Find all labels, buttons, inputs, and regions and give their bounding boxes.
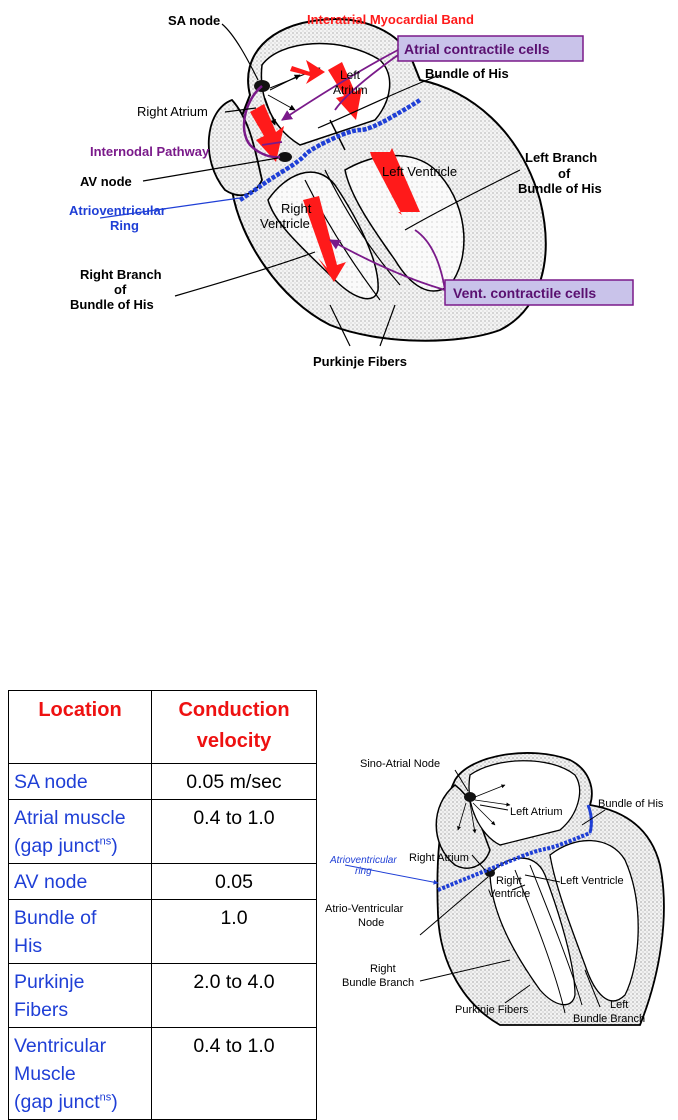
label-left-branch-3: Bundle of His	[518, 181, 602, 196]
label-right-branch-1: Right Branch	[80, 267, 162, 282]
label-sino-atrial-node: Sino-Atrial Node	[360, 758, 440, 770]
label-av-node: AV node	[80, 174, 132, 189]
label-left-atrium-1: Left	[340, 68, 361, 82]
atrioventricular-ring	[238, 98, 422, 202]
label-av-ring-2: Ring	[110, 218, 139, 233]
label-av-ring-small-2: ring	[355, 866, 372, 877]
label-right-atrium-small: Right Atrium	[409, 852, 469, 864]
label-right-ventricle-1: Right	[281, 201, 312, 216]
label-internodal-pathway: Internodal Pathway	[90, 144, 210, 159]
red-conduction-arrows	[250, 60, 420, 282]
label-left-bundle-2: Bundle Branch	[573, 1013, 645, 1025]
label-right-branch-2: of	[114, 282, 127, 297]
label-atrial-cells: Atrial contractile cells	[404, 41, 550, 57]
label-left-ventricle-small: Left Ventricle	[560, 875, 624, 887]
label-av-node-small-1: Atrio-Ventricular	[325, 903, 404, 915]
label-right-bundle-1: Right	[370, 963, 396, 975]
cell-location: AV node	[8, 863, 152, 900]
label-interatrial-band: Interatrial Myocardial Band	[307, 12, 474, 27]
label-vent-cells: Vent. contractile cells	[453, 285, 596, 301]
cell-location: SA node	[8, 763, 152, 800]
cell-velocity: 0.05	[151, 863, 317, 900]
label-right-ventricle-small-2: Ventricle	[488, 888, 530, 900]
label-left-branch-1: Left Branch	[525, 150, 597, 165]
label-left-branch-2: of	[558, 166, 571, 181]
label-left-ventricle: Left Ventricle	[382, 164, 457, 179]
heart-outline-small	[435, 752, 665, 1026]
cell-velocity: 2.0 to 4.0	[151, 963, 317, 1028]
av-ring-small	[437, 831, 591, 892]
label-right-bundle-2: Bundle Branch	[342, 977, 414, 989]
table-row: SA node 0.05 m/sec	[8, 763, 317, 800]
cell-location: Atrial muscle(gap junctns)	[8, 799, 152, 864]
label-av-ring-small-1: Atrioventricular	[329, 855, 397, 866]
label-left-bundle-1: Left	[610, 999, 628, 1011]
cell-velocity: 0.4 to 1.0	[151, 1027, 317, 1120]
label-av-ring-1: Atrioventricular	[69, 203, 166, 218]
table-row: Atrial muscle(gap junctns) 0.4 to 1.0	[8, 799, 317, 864]
internodal-pathway-line	[242, 85, 281, 159]
label-left-atrium-2: Atrium	[333, 83, 368, 97]
atrial-cells-box	[397, 35, 584, 62]
cell-velocity: 0.05 m/sec	[151, 763, 317, 800]
cell-velocity: 0.4 to 1.0	[151, 799, 317, 864]
label-right-atrium: Right Atrium	[137, 104, 208, 119]
label-sa-node: SA node	[168, 13, 220, 28]
heart-conduction-diagram-small: Sino-Atrial Node Left Atrium Bundle of H…	[325, 752, 665, 1026]
label-bundle-of-his: Bundle of His	[425, 66, 509, 81]
header-location: Location	[8, 690, 152, 764]
table-row: AV node 0.05	[8, 863, 317, 900]
label-bundle-of-his-small: Bundle of His	[598, 798, 664, 810]
heart-conduction-diagram: SA node Interatrial Myocardial Band Atri…	[69, 12, 634, 369]
label-av-node-small-2: Node	[358, 917, 384, 929]
label-right-branch-3: Bundle of His	[70, 297, 154, 312]
label-right-ventricle-small-1: Right	[496, 875, 522, 887]
label-right-ventricle-2: Ventricle	[260, 216, 310, 231]
vent-cells-box	[444, 279, 634, 306]
cell-velocity: 1.0	[151, 899, 317, 964]
label-purkinje-fibers: Purkinje Fibers	[313, 354, 407, 369]
label-left-atrium: Left Atrium	[510, 806, 563, 818]
label-purkinje-small: Purkinje Fibers	[455, 1004, 529, 1016]
